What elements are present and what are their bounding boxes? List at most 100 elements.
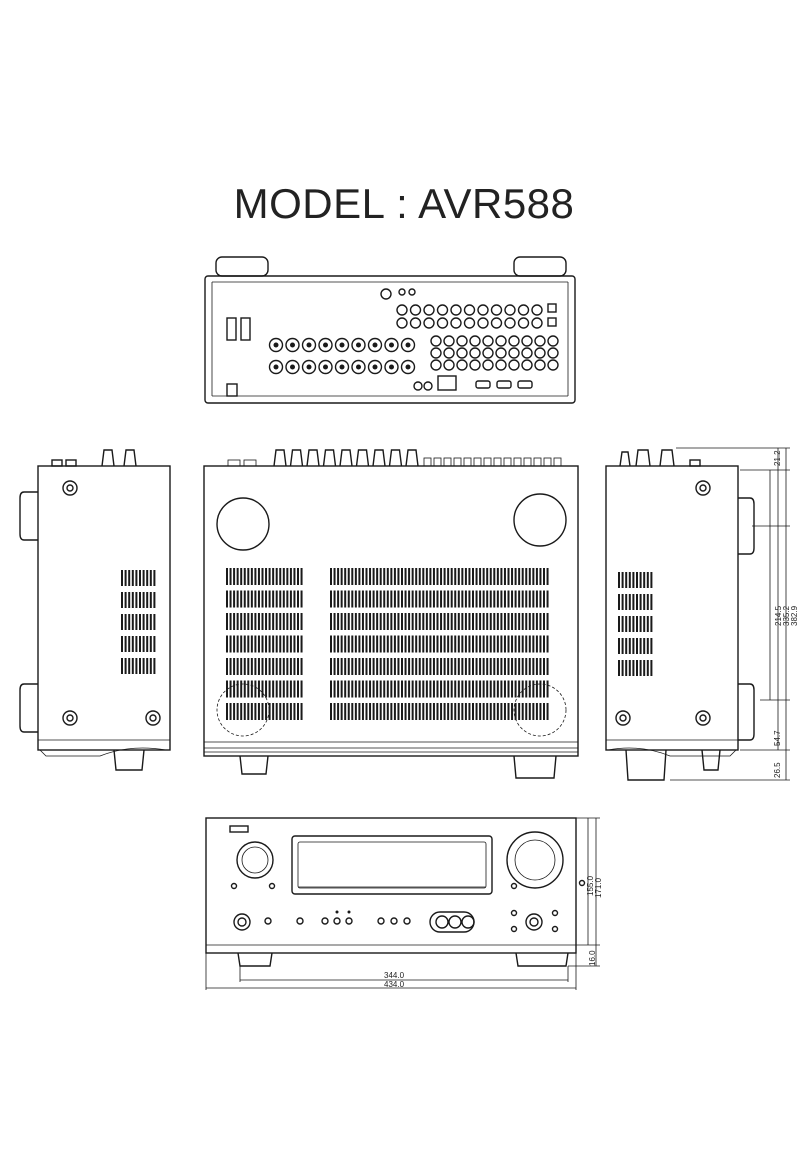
vent-slot bbox=[496, 635, 499, 653]
rca-jack bbox=[517, 317, 530, 329]
vent-slot bbox=[333, 703, 336, 720]
vent-slot bbox=[503, 590, 506, 608]
vent-slot bbox=[514, 703, 517, 720]
vent-slot bbox=[272, 658, 275, 675]
vent-slot bbox=[461, 635, 464, 653]
vent-slot bbox=[236, 658, 239, 675]
vent-slot bbox=[447, 613, 450, 630]
vent-slot bbox=[354, 703, 357, 720]
vent-slot bbox=[408, 658, 411, 675]
vent-slot bbox=[146, 658, 149, 674]
vent-slot bbox=[240, 635, 243, 653]
vent-slot bbox=[443, 658, 446, 675]
vent-slot bbox=[479, 635, 482, 653]
vent-slot bbox=[354, 635, 357, 653]
vent-slot bbox=[146, 636, 149, 652]
vent-slot bbox=[482, 703, 485, 720]
speaker-terminal bbox=[384, 337, 399, 353]
vent-slot bbox=[643, 616, 646, 632]
vent-slot bbox=[383, 568, 386, 585]
port bbox=[547, 317, 557, 327]
vent-slot bbox=[408, 590, 411, 608]
vent-slot bbox=[503, 613, 506, 630]
rca-jack bbox=[477, 317, 489, 329]
vent-slot bbox=[135, 636, 138, 652]
vent-slot bbox=[521, 613, 524, 630]
vent-slot bbox=[618, 616, 620, 632]
vent-slot bbox=[440, 613, 443, 630]
vent-slot bbox=[429, 703, 432, 720]
vent-slot bbox=[121, 570, 123, 586]
rca-jack bbox=[504, 317, 516, 329]
rca-jack bbox=[430, 359, 442, 371]
rca-jack bbox=[482, 335, 494, 347]
rca-jack bbox=[534, 347, 546, 359]
terminal-center bbox=[356, 364, 361, 370]
rca-jack bbox=[443, 347, 455, 359]
vent-slot bbox=[443, 703, 446, 720]
vent-slot bbox=[432, 680, 435, 698]
vent-slot bbox=[254, 590, 257, 608]
vent-slot bbox=[393, 590, 396, 608]
vent-slot bbox=[432, 635, 435, 653]
vent-slot bbox=[372, 658, 375, 675]
vent-slot bbox=[226, 635, 228, 653]
vent-slot bbox=[297, 703, 299, 720]
vent-slot bbox=[275, 635, 278, 653]
power-inlet bbox=[226, 383, 238, 397]
vent-slot bbox=[618, 572, 620, 588]
terminal-post bbox=[322, 449, 337, 467]
vent-slot bbox=[415, 658, 418, 675]
dim-front-height-body: 155.0 bbox=[586, 875, 595, 896]
vent-slot bbox=[429, 635, 432, 653]
rca-jack bbox=[508, 335, 520, 347]
vent-slot bbox=[240, 703, 243, 720]
vent-slot bbox=[464, 590, 467, 608]
vent-slot bbox=[532, 613, 535, 630]
vent-slot bbox=[333, 658, 336, 675]
vent-slot bbox=[247, 658, 250, 675]
vent-slot bbox=[293, 613, 296, 630]
vent-slot bbox=[493, 613, 496, 630]
vent-slot bbox=[254, 613, 257, 630]
vent-slot bbox=[233, 680, 236, 698]
rca-jack bbox=[490, 317, 503, 329]
vent-slot bbox=[546, 590, 549, 608]
vent-slot bbox=[404, 658, 407, 675]
vent-slot bbox=[121, 592, 123, 608]
vent-slot bbox=[472, 590, 474, 608]
rca-jack bbox=[456, 359, 468, 371]
vent-slot bbox=[393, 658, 396, 675]
vent-slot bbox=[250, 613, 253, 630]
vent-slot bbox=[415, 590, 418, 608]
vent-slot bbox=[415, 680, 418, 698]
connector bbox=[513, 457, 522, 467]
vent-slot bbox=[650, 572, 653, 588]
vent-slot bbox=[250, 703, 253, 720]
vent-slot bbox=[404, 568, 407, 585]
connector bbox=[423, 457, 432, 467]
vent-slot bbox=[454, 658, 457, 675]
vent-slot bbox=[128, 636, 131, 652]
vent-slot bbox=[546, 635, 549, 653]
vent-slot bbox=[265, 590, 268, 608]
vent-slot bbox=[233, 703, 236, 720]
rca-jack bbox=[547, 359, 559, 371]
vent-slot bbox=[650, 594, 653, 610]
terminal-center bbox=[372, 342, 378, 348]
rca-jack bbox=[456, 347, 468, 359]
vent-slot bbox=[503, 658, 506, 675]
vent-slot bbox=[625, 616, 628, 632]
vent-slot bbox=[282, 658, 285, 675]
vent-slot bbox=[521, 635, 524, 653]
vent-slot bbox=[440, 680, 443, 698]
vent-slot bbox=[121, 636, 123, 652]
vent-slot bbox=[475, 703, 478, 720]
dim-side-depth-inner: 214.5 bbox=[774, 605, 783, 626]
vent-slot bbox=[340, 590, 343, 608]
vent-slot bbox=[518, 680, 521, 698]
vent-slot bbox=[149, 658, 152, 674]
vent-slot bbox=[514, 613, 517, 630]
vent-slot bbox=[247, 590, 250, 608]
